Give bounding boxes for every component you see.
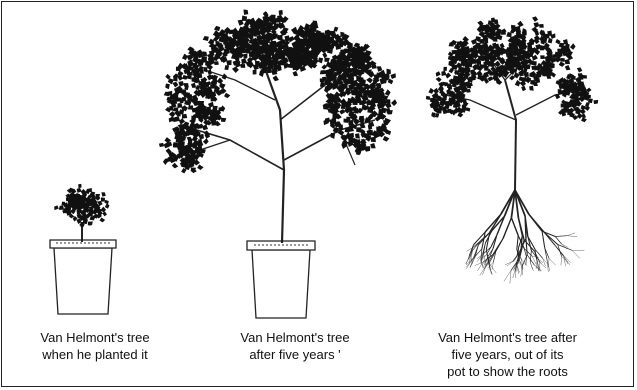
- small-potted-tree-icon: [50, 182, 116, 314]
- caption-line: Van Helmont's tree: [215, 329, 375, 346]
- caption-planted: Van Helmont's tree when he planted it: [20, 329, 170, 363]
- uprooted-tree-with-roots-icon: [422, 15, 600, 283]
- caption-line: five years, out of its: [420, 346, 595, 363]
- caption-line: pot to show the roots: [420, 363, 595, 380]
- caption-five-years: Van Helmont's tree after five years ': [215, 329, 375, 363]
- caption-line: Van Helmont's tree after: [420, 329, 595, 346]
- caption-line: after five years ': [215, 346, 375, 363]
- large-potted-tree-icon: [157, 8, 398, 318]
- caption-roots: Van Helmont's tree after five years, out…: [420, 329, 595, 380]
- caption-line: when he planted it: [20, 346, 170, 363]
- caption-line: Van Helmont's tree: [20, 329, 170, 346]
